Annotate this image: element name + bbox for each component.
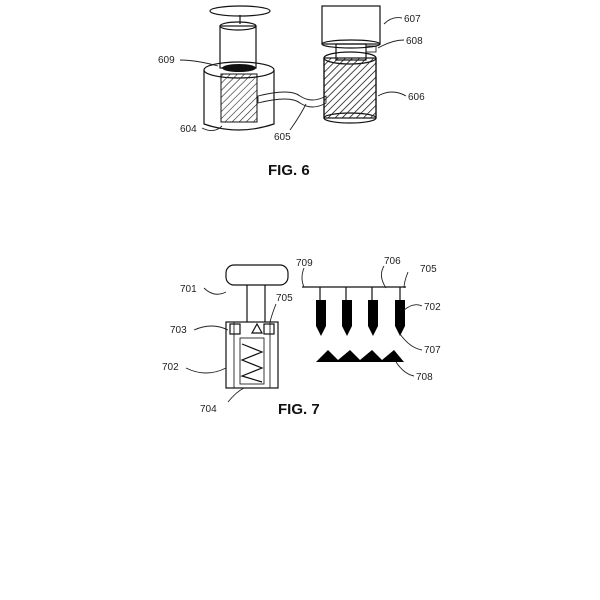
body-702	[225, 321, 279, 389]
tube-605	[257, 91, 327, 108]
leader-708	[395, 361, 415, 377]
label-705-right: 705	[420, 264, 437, 275]
label-702-left: 702	[162, 362, 179, 373]
figure-7-caption: FIG. 7	[278, 401, 320, 418]
label-605: 605	[274, 132, 291, 143]
plunger-disk	[209, 5, 271, 24]
label-702-right: 702	[424, 302, 441, 313]
leader-607	[383, 17, 403, 25]
leader-709	[301, 267, 305, 288]
label-608: 608	[406, 36, 423, 47]
figure-6: 607 608 609 606 604 605 FIG. 6	[158, 5, 425, 179]
needle-3	[368, 300, 378, 336]
leader-608	[377, 39, 405, 49]
label-604: 604	[180, 124, 197, 135]
leader-707	[399, 333, 423, 351]
label-701: 701	[180, 284, 197, 295]
needle-array	[302, 286, 406, 362]
triangle-marker	[250, 322, 264, 334]
leader-701	[203, 287, 227, 295]
needle-4	[395, 300, 405, 336]
needle-2	[342, 300, 352, 336]
figure-7: 701 705 703 702 704 709 706 705 702 707 …	[162, 256, 441, 418]
leader-704	[227, 387, 245, 403]
base-708	[316, 350, 404, 362]
leader-702a	[185, 367, 227, 374]
leader-705b	[403, 271, 409, 289]
leader-703	[193, 325, 229, 331]
needle-1	[316, 300, 326, 336]
label-606: 606	[408, 92, 425, 103]
latch-703	[229, 323, 241, 335]
label-706: 706	[384, 256, 401, 267]
label-704: 704	[200, 404, 217, 415]
leader-605	[289, 103, 307, 131]
figure-6-caption: FIG. 6	[268, 162, 310, 179]
label-609: 609	[158, 55, 175, 66]
leader-604	[201, 125, 223, 131]
label-703: 703	[170, 325, 187, 336]
label-705-left: 705	[276, 293, 293, 304]
latch-705	[263, 323, 275, 335]
label-708: 708	[416, 372, 433, 383]
label-707: 707	[424, 345, 441, 356]
dark-disk-609	[222, 64, 256, 72]
label-607: 607	[404, 14, 421, 25]
container-604	[203, 61, 275, 131]
cap-607	[321, 5, 381, 49]
button-701	[225, 264, 289, 286]
inner-cylinder	[219, 21, 257, 69]
leader-702b	[403, 304, 423, 311]
container-606	[323, 51, 377, 124]
leader-705a	[269, 303, 277, 323]
label-709: 709	[296, 258, 313, 269]
leader-606	[377, 91, 407, 97]
spring-704	[240, 343, 264, 383]
leader-609	[179, 59, 219, 67]
leader-706	[381, 265, 387, 289]
